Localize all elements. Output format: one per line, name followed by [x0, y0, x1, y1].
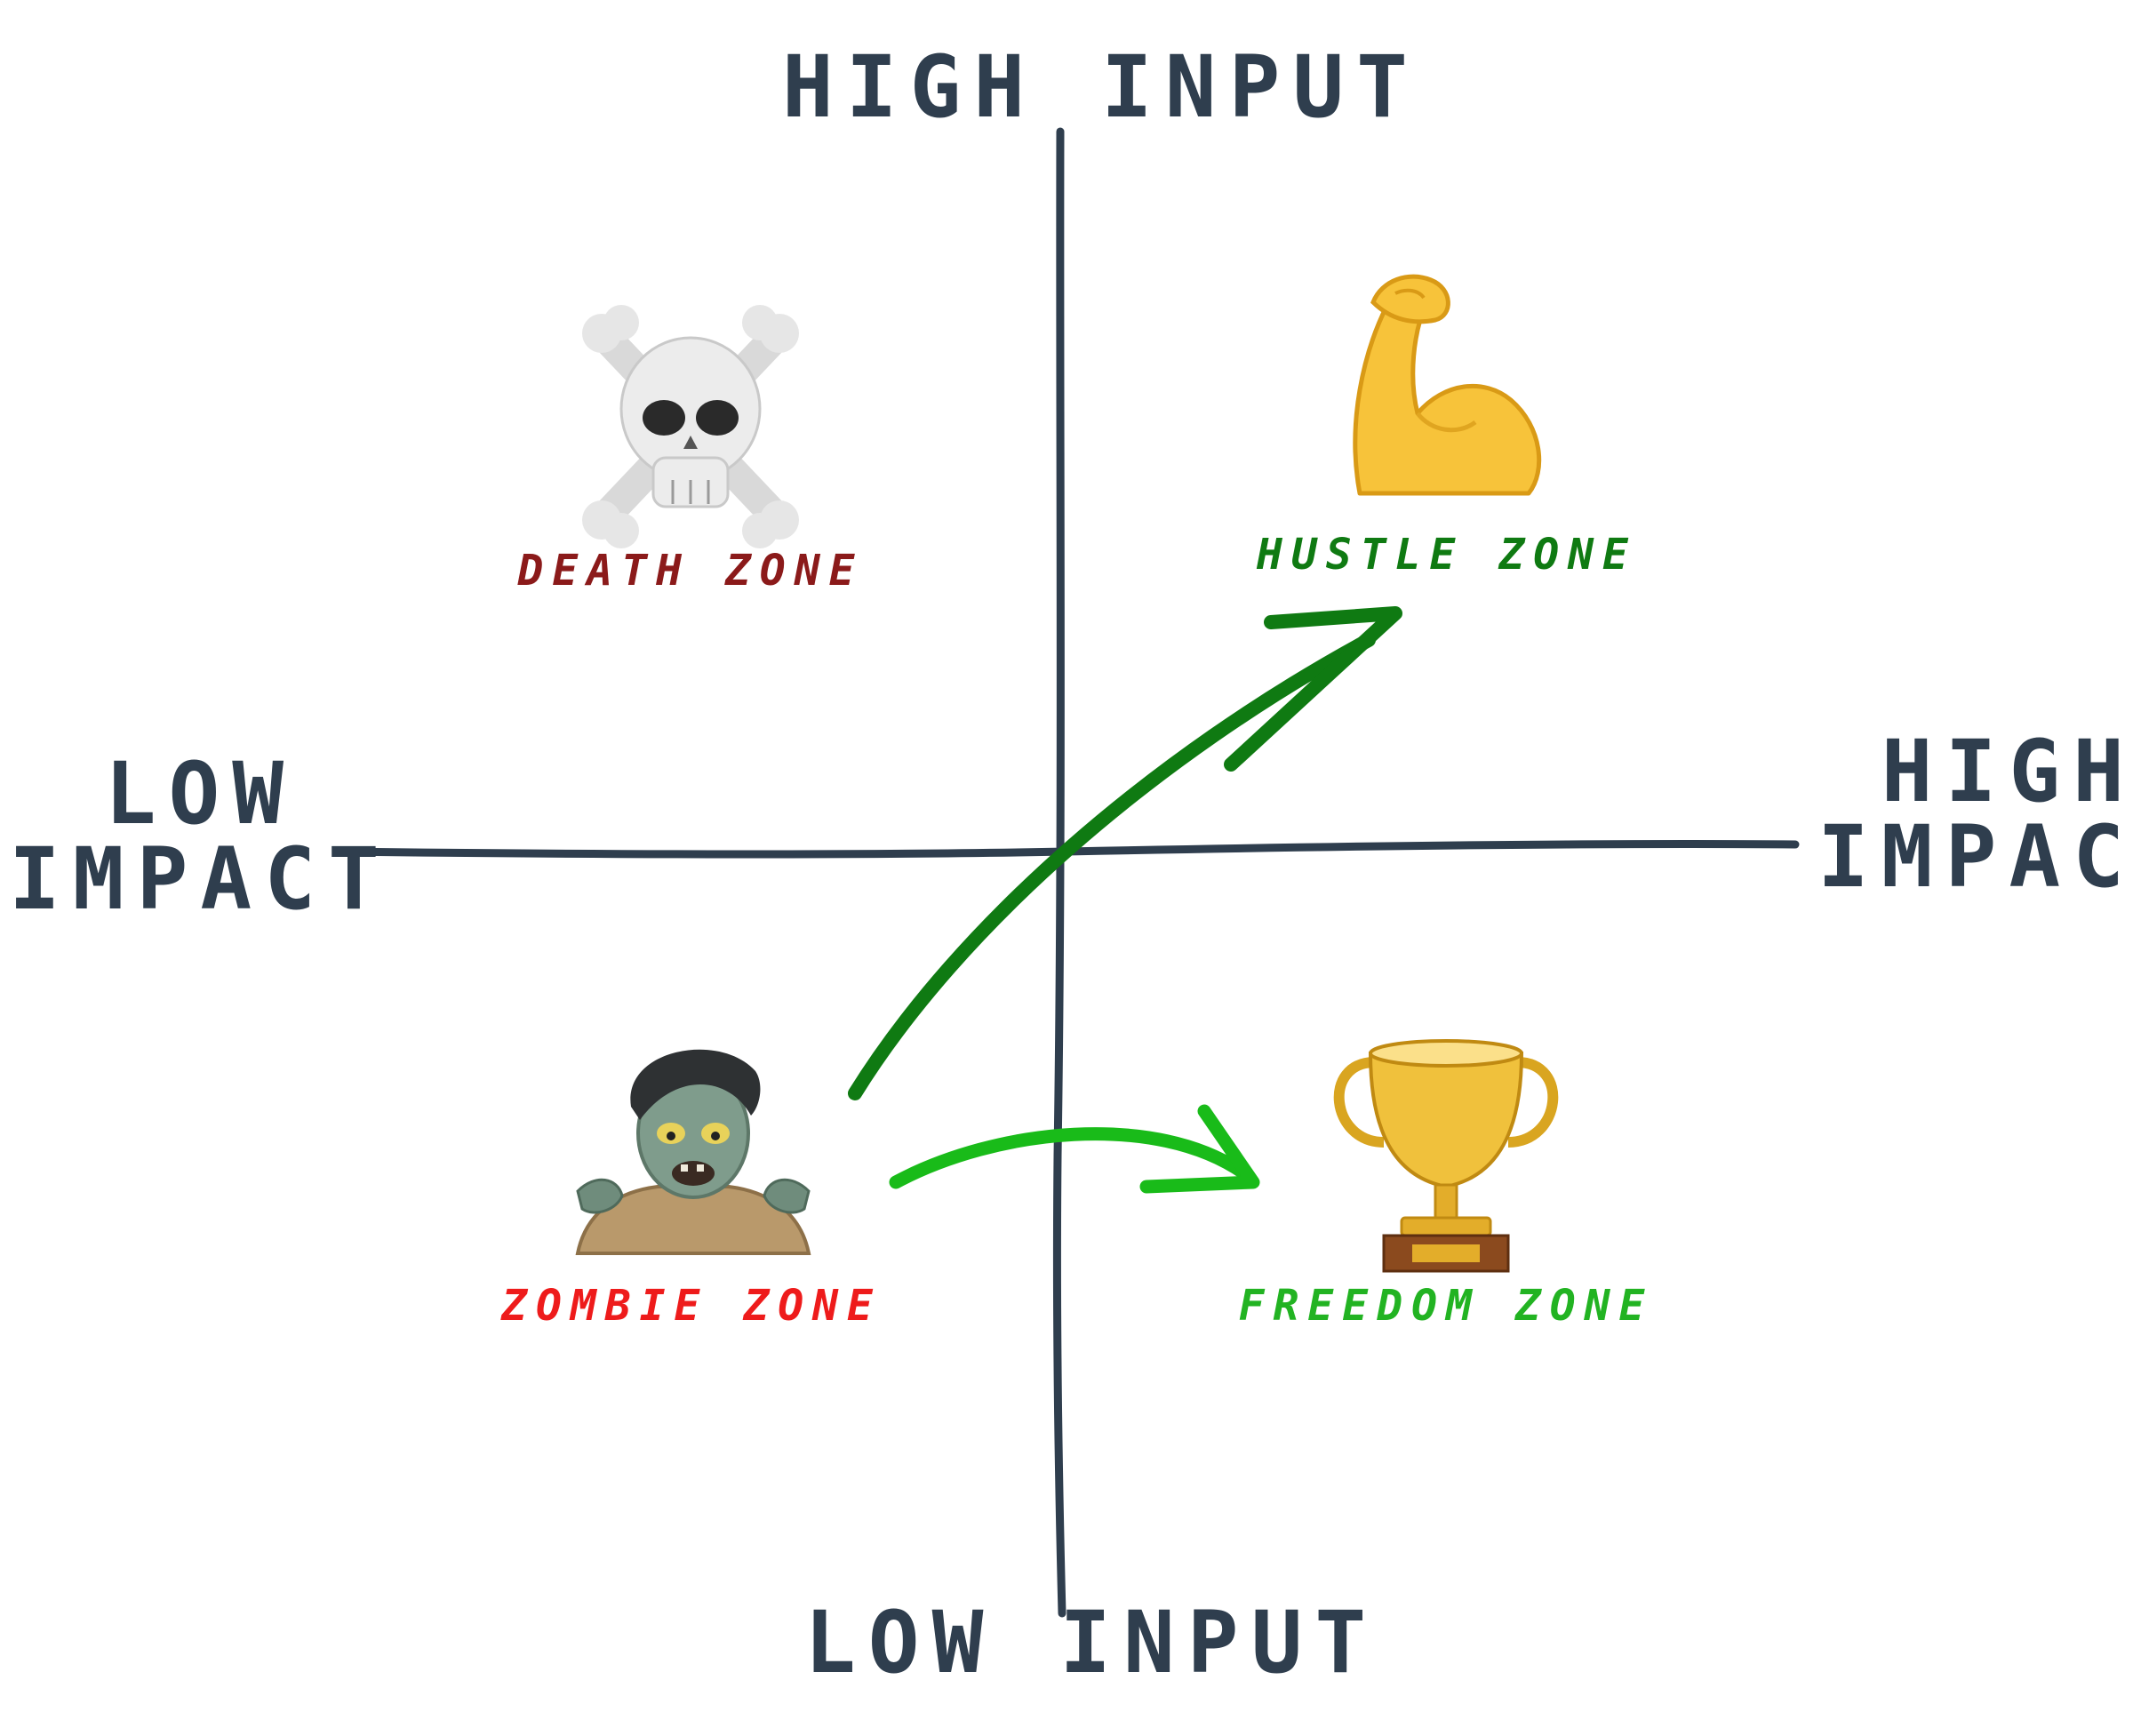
axis-label-bottom: LOW INPUT: [804, 1593, 1379, 1692]
axis-label-right: HIGH IMPACT: [1817, 729, 2133, 900]
skull-crossbones-icon: [582, 305, 799, 548]
axis-label-left: LOW IMPACT: [9, 751, 392, 922]
vertical-axis: [1052, 127, 1066, 1618]
axis-label-right-line1: HIGH: [1881, 722, 2133, 821]
zone-label-death: DEATH ZONE: [517, 546, 864, 596]
zone-label-hustle: HUSTLE ZONE: [1257, 530, 1637, 580]
axis-label-left-line2: IMPACT: [9, 829, 392, 929]
flexed-biceps-icon: [1353, 274, 1542, 496]
arrow-zombie-to-hustle: [848, 606, 1402, 1100]
trophy-icon: [1333, 1039, 1559, 1273]
axis-label-top: HIGH INPUT: [782, 37, 1420, 137]
zombie-icon: [575, 1049, 811, 1255]
zone-label-freedom: FREEDOM ZONE: [1238, 1281, 1654, 1331]
zone-label-zombie: ZOMBIE ZONE: [501, 1281, 882, 1331]
arrow-zombie-to-freedom: [889, 1104, 1260, 1194]
axis-label-right-line2: IMPACT: [1817, 807, 2133, 907]
axis-label-left-line1: LOW: [104, 744, 297, 844]
